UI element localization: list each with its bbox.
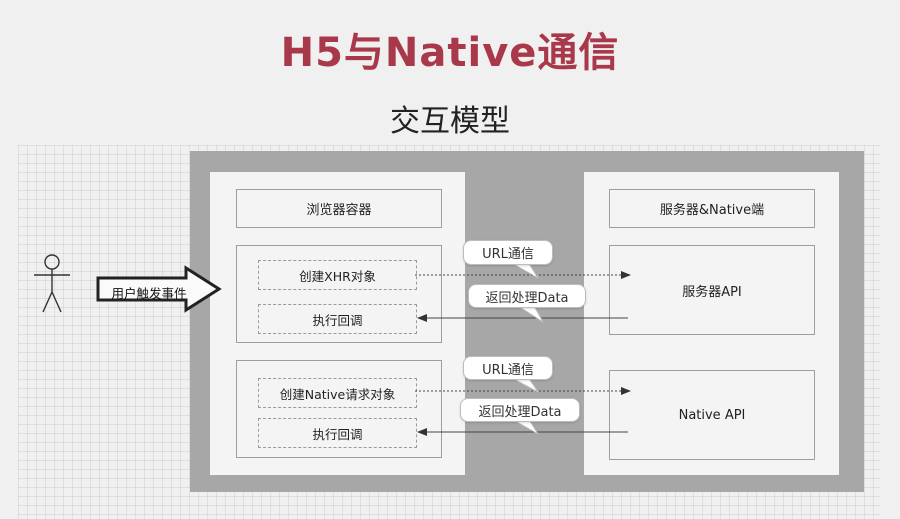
browser-header: 浏览器容器	[236, 189, 442, 228]
native-api-box: Native API	[609, 370, 815, 460]
page-title: H5与Native通信	[280, 30, 620, 76]
server-header: 服务器&Native端	[609, 189, 815, 228]
return-bubble-1: 返回处理Data	[468, 284, 586, 308]
url-bubble-1: URL通信	[463, 240, 553, 265]
page-subtitle: 交互模型	[390, 104, 510, 139]
create-native-request-step: 创建Native请求对象	[258, 378, 417, 408]
user-event-label: 用户触发事件	[111, 286, 187, 301]
user-event-arrow	[96, 265, 222, 313]
user-stick-figure	[34, 254, 70, 313]
return-bubble-2: 返回处理Data	[460, 398, 580, 422]
server-api-box: 服务器API	[609, 245, 815, 335]
url-bubble-2: URL通信	[463, 356, 553, 380]
native-callback-step: 执行回调	[258, 418, 417, 448]
create-xhr-step: 创建XHR对象	[258, 260, 417, 290]
xhr-callback-step: 执行回调	[258, 304, 417, 334]
